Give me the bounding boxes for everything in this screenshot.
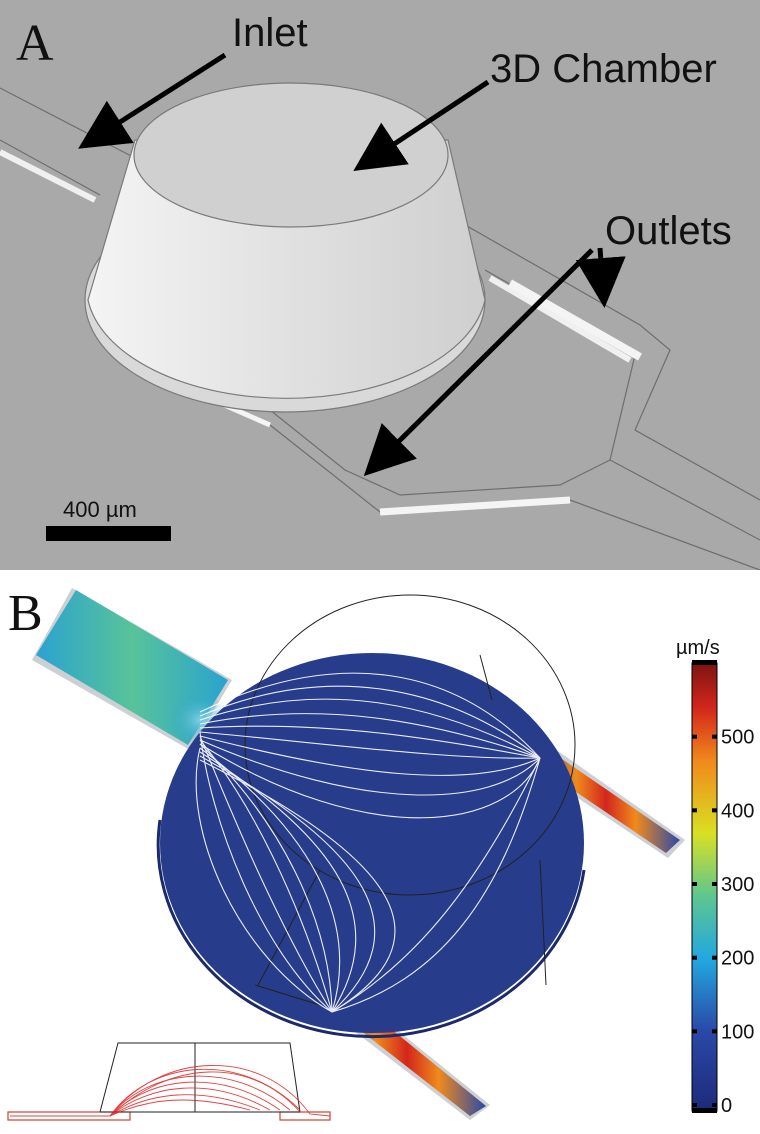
- colorbar-ticks: 500 400 300 200 100 0: [692, 727, 754, 1117]
- outlets-label: Outlets: [605, 209, 732, 253]
- chamber-velocity-field: [160, 653, 584, 1033]
- colorbar-tick-label: 300: [721, 874, 754, 896]
- colorbar-tick-label: 0: [721, 1095, 732, 1117]
- streamlines: [195, 672, 541, 1013]
- colorbar-tick-label: 400: [721, 800, 754, 822]
- chamber-wireframe: [244, 594, 576, 1006]
- scale-bar-line: [46, 526, 171, 541]
- colorbar-tick-mark: [712, 1029, 717, 1034]
- panel-a: A Inlet 3D Chamber Outlets 400 µm: [0, 0, 760, 571]
- panel-b: B µm/s 500 400 300 200 100 0: [0, 570, 760, 1134]
- outlet-arrow-lower: [363, 248, 594, 477]
- colorbar-tick-mark: [692, 1103, 697, 1107]
- panel-b-letter: B: [8, 585, 43, 642]
- annotation-arrows: [78, 52, 626, 477]
- chamber-top: [133, 82, 449, 228]
- inlet-label: Inlet: [232, 11, 308, 55]
- colorbar: µm/s 500 400 300 200 100 0: [676, 637, 754, 1117]
- colorbar-tick-mark: [692, 734, 697, 739]
- colorbar-tick-mark: [692, 955, 697, 960]
- scale-bar-label: 400 µm: [63, 497, 137, 522]
- panel-a-letter: A: [16, 15, 54, 72]
- colorbar-tick-mark: [712, 882, 717, 886]
- colorbar-tick-mark: [692, 882, 697, 886]
- colorbar-tick-mark: [712, 955, 717, 960]
- colorbar-tick-label: 200: [721, 948, 754, 970]
- colorbar-tick-mark: [712, 1103, 717, 1107]
- chamber-arrow: [353, 79, 490, 172]
- colorbar-tick-mark: [692, 808, 697, 813]
- outlet-arrow-upper: [575, 247, 626, 308]
- colorbar-tick-mark: [712, 808, 717, 813]
- colorbar-gradient: [691, 662, 718, 1112]
- inlet-arrow: [78, 52, 227, 149]
- colorbar-tick-mark: [712, 734, 717, 739]
- side-view-inset: [7, 1042, 331, 1121]
- colorbar-unit: µm/s: [676, 637, 720, 659]
- chamber-label: 3D Chamber: [490, 47, 717, 91]
- colorbar-tick-label: 100: [721, 1021, 754, 1043]
- scale-bar: 400 µm: [46, 497, 171, 541]
- colorbar-tick-label: 500: [721, 727, 754, 749]
- colorbar-tick-mark: [692, 1029, 697, 1034]
